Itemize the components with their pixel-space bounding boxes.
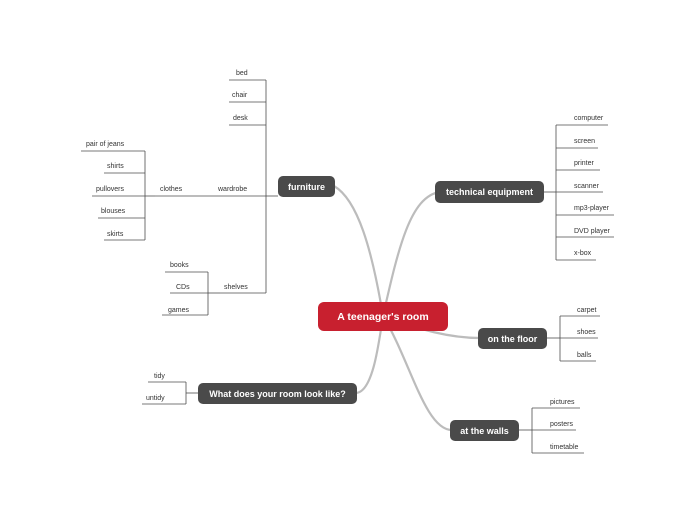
- leaf-shoes[interactable]: shoes: [577, 329, 596, 336]
- leaf-books[interactable]: books: [170, 262, 189, 269]
- branch-walls: [381, 314, 454, 432]
- leaf-cds[interactable]: CDs: [176, 284, 190, 291]
- topic-at-the-walls[interactable]: at the walls: [450, 420, 519, 441]
- root-node[interactable]: A teenager's room: [318, 302, 448, 331]
- branch-technical: [381, 190, 442, 318]
- leaf-untidy[interactable]: untidy: [146, 395, 165, 402]
- topic-on-the-floor[interactable]: on the floor: [478, 328, 547, 349]
- leaf-clothes[interactable]: clothes: [160, 186, 183, 193]
- leaf-skirts[interactable]: skirts: [107, 231, 124, 238]
- leaf-tidy[interactable]: tidy: [154, 373, 165, 380]
- leaf-pullovers[interactable]: pullovers: [96, 186, 125, 193]
- topic-technical-equipment[interactable]: technical equipment: [435, 181, 544, 203]
- branch-furniture: [332, 184, 385, 318]
- leaf-screen[interactable]: screen: [574, 138, 596, 145]
- leaf-timetable[interactable]: timetable: [550, 444, 579, 451]
- leaf-mp3-player[interactable]: mp3-player: [574, 205, 610, 212]
- leaf-shelves[interactable]: shelves: [224, 284, 248, 291]
- leaf-desk[interactable]: desk: [233, 115, 248, 122]
- leaf-wardrobe[interactable]: wardrobe: [218, 186, 248, 193]
- leaf-scanner[interactable]: scanner: [574, 183, 599, 190]
- topic-room-look[interactable]: What does your room look like?: [198, 383, 357, 404]
- leaf-posters[interactable]: posters: [550, 421, 573, 428]
- leaf-x-box[interactable]: x-box: [574, 250, 592, 257]
- leaf-pictures[interactable]: pictures: [550, 399, 575, 406]
- leaf-bed[interactable]: bed: [236, 70, 248, 77]
- leaf-printer[interactable]: printer: [574, 160, 594, 167]
- leaf-pair-of-jeans[interactable]: pair of jeans: [86, 141, 125, 148]
- leaf-blouses[interactable]: blouses: [101, 208, 126, 215]
- leaf-carpet[interactable]: carpet: [577, 307, 597, 314]
- leaf-balls[interactable]: balls: [577, 352, 592, 359]
- leaf-chair[interactable]: chair: [232, 92, 248, 99]
- leaf-dvd-player[interactable]: DVD player: [574, 228, 610, 235]
- leaf-games[interactable]: games: [168, 307, 190, 314]
- leaf-computer[interactable]: computer: [574, 115, 604, 122]
- topic-furniture[interactable]: furniture: [278, 176, 335, 197]
- leaf-shirts[interactable]: shirts: [107, 163, 124, 170]
